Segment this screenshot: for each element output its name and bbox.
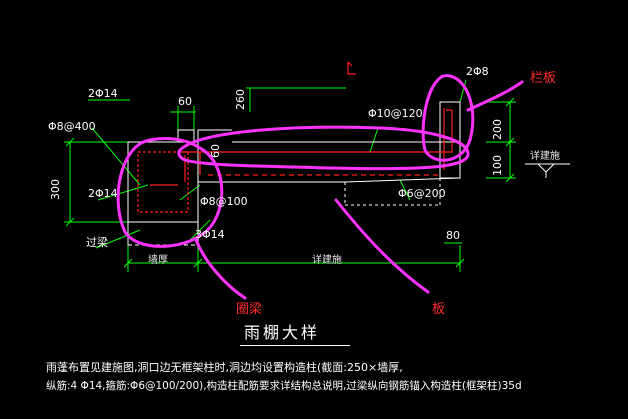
hook-symbol — [347, 62, 356, 75]
label-3phi14: 3Φ14 — [195, 228, 225, 241]
drawing-title: 雨棚大样 — [244, 323, 321, 342]
label-dim-100: 100 — [491, 155, 504, 176]
annotation-railing-board: 栏板 — [530, 71, 557, 86]
label-phi10-120: Φ10@120 — [368, 107, 423, 120]
ring-beam-pointer — [194, 238, 247, 300]
note-line-1: 雨蓬布置见建施图,洞口边无框架柱时,洞边均设置构造柱(截面:250×墙厚, — [46, 361, 403, 374]
beam-stirrup — [137, 151, 189, 213]
label-wall-thickness: 墙厚 — [148, 255, 168, 266]
label-phi8-100: Φ8@100 — [200, 195, 248, 208]
railing-pointer — [466, 80, 524, 112]
railing-board-outline — [439, 101, 461, 179]
label-dim-80: 80 — [446, 229, 460, 242]
label-lintel: 过梁 — [86, 236, 108, 249]
hand-markup — [116, 74, 524, 300]
label-dim-260: 260 — [234, 89, 247, 110]
label-dim-60-mid: 60 — [209, 144, 222, 158]
concrete-outline — [127, 101, 570, 246]
label-2phi8: 2Φ8 — [466, 65, 489, 78]
ring-beam-circle — [116, 137, 224, 248]
slab-loop — [177, 125, 470, 171]
note-line-2: 纵筋:4 Φ14,箍筋:Φ6@100/200),构造柱配筋要求详结构总说明,过梁… — [46, 380, 522, 392]
label-see-construction: 详建施 — [312, 255, 342, 266]
label-phi8-400: Φ8@400 — [48, 120, 96, 133]
annotation-slab: 板 — [432, 302, 446, 317]
leader-phi8-400 — [91, 127, 141, 186]
label-dim-300: 300 — [49, 179, 62, 200]
annotation-ring-beam: 圈梁 — [236, 302, 263, 317]
label-see-construction-right: 详建施 — [530, 151, 560, 162]
slab-pointer — [334, 198, 430, 294]
dimension-lines — [64, 79, 516, 272]
label-dim-200: 200 — [491, 119, 504, 140]
railing-loop — [421, 74, 475, 162]
title-underline — [240, 345, 350, 346]
label-dim-60-top: 60 — [178, 95, 192, 108]
label-2phi14-mid: 2Φ14 — [88, 187, 118, 200]
label-phi6-200: Φ6@200 — [398, 187, 446, 200]
label-2phi14-top: 2Φ14 — [88, 87, 118, 100]
